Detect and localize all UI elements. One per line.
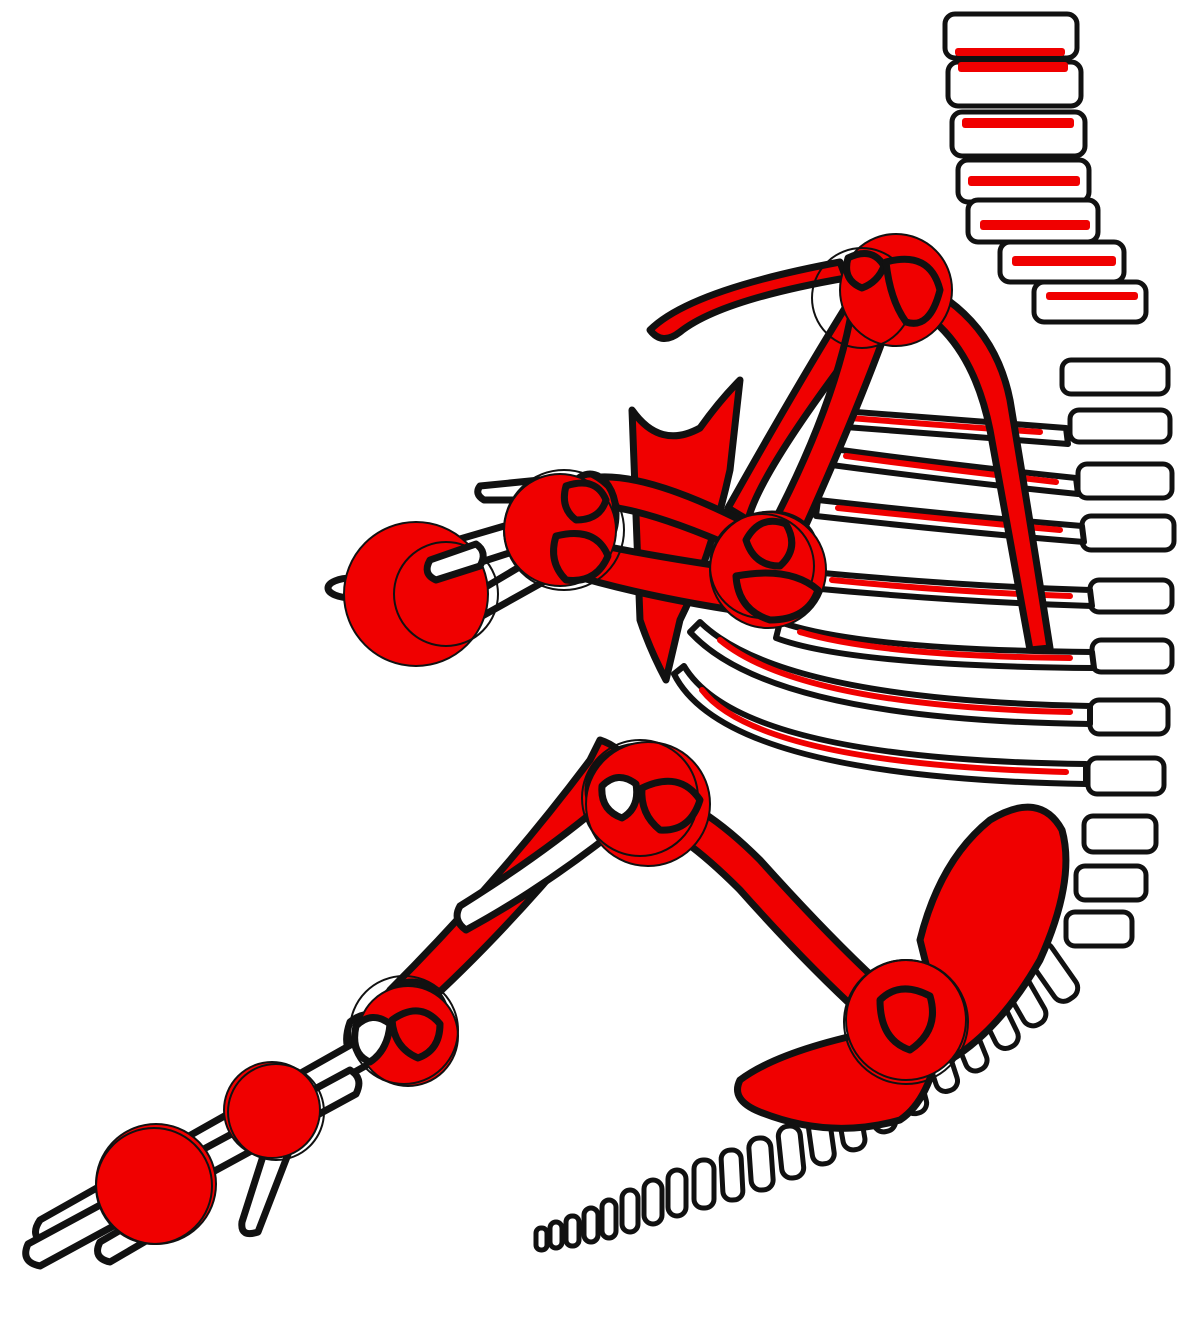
rib-3 bbox=[816, 500, 1084, 542]
rib-4 bbox=[810, 572, 1092, 606]
clavicle bbox=[650, 262, 846, 339]
neck-vertebrae bbox=[945, 14, 1146, 322]
rib-1 bbox=[830, 410, 1068, 444]
rib-2 bbox=[824, 448, 1078, 494]
forefoot-center bbox=[96, 1124, 216, 1244]
midfoot-center bbox=[224, 1062, 324, 1160]
